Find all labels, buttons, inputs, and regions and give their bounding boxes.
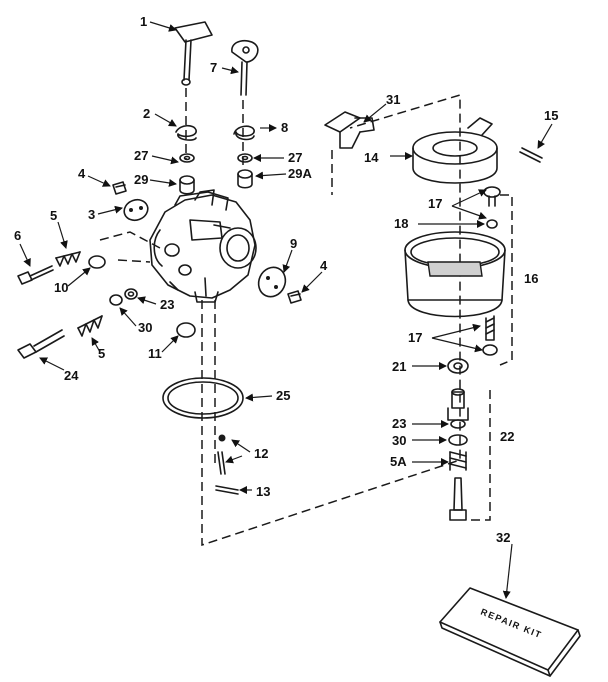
part-bushing-29A — [237, 169, 253, 189]
callout-27-left: 27 — [134, 148, 148, 163]
callout-32: 32 — [496, 530, 510, 545]
callout-18: 18 — [394, 216, 408, 231]
part-seal-27-left — [179, 153, 195, 163]
part-gasket-18 — [486, 219, 498, 229]
repair-kit-label: REPAIR KIT — [479, 607, 543, 641]
callout-25: 25 — [276, 388, 290, 403]
part-spring-5-lower — [77, 315, 103, 337]
part-needle-screw — [449, 477, 467, 521]
part-spring-5-upper — [55, 251, 81, 267]
callout-27-right: 27 — [288, 150, 302, 165]
part-choke-shaft — [231, 39, 259, 96]
callout-16: 16 — [524, 271, 538, 286]
part-washer-30-right — [448, 434, 468, 446]
assembly-guide-lines — [99, 88, 513, 547]
part-main-adjust-screw — [17, 329, 65, 359]
part-spring-5A — [449, 451, 467, 471]
callout-21: 21 — [392, 359, 406, 374]
callout-22: 22 — [500, 429, 514, 444]
callout-2: 2 — [143, 106, 150, 121]
part-choke-spring — [233, 125, 255, 141]
callout-23-left: 23 — [160, 297, 174, 312]
callout-12: 12 — [254, 446, 268, 461]
part-welch-plug — [88, 255, 106, 269]
callout-17-lower: 17 — [408, 330, 422, 345]
callout-5A: 5A — [390, 454, 407, 469]
callout-1: 1 — [140, 14, 147, 29]
callout-30-right: 30 — [392, 433, 406, 448]
part-throttle-shaft — [174, 21, 213, 86]
part-o-ring-23-left — [124, 288, 138, 300]
part-throttle-spring — [175, 124, 197, 141]
part-plug-11 — [176, 322, 196, 338]
part-needle-12 — [217, 434, 226, 475]
part-repair-kit — [439, 587, 581, 677]
part-bowl-gasket — [162, 377, 244, 419]
part-o-ring-23-right — [450, 419, 466, 429]
part-pin-13 — [215, 485, 239, 495]
part-main-nozzle — [447, 388, 469, 421]
part-screw-4-right — [287, 290, 302, 304]
callout-31: 31 — [386, 92, 400, 107]
part-bowl-gasket-14 — [412, 117, 498, 184]
callout-3: 3 — [88, 207, 95, 222]
part-screw-17-upper — [483, 186, 501, 207]
callout-23-right: 23 — [392, 416, 406, 431]
callout-11: 11 — [148, 346, 162, 361]
callout-8: 8 — [281, 120, 288, 135]
part-float-bowl — [404, 231, 506, 318]
callout-14: 14 — [364, 150, 379, 165]
callout-17-upper: 17 — [428, 196, 442, 211]
leader-lines — [19, 21, 553, 599]
callout-9: 9 — [290, 236, 297, 251]
part-pin-15 — [519, 147, 543, 163]
callout-15: 15 — [544, 108, 558, 123]
part-choke-plate — [257, 266, 287, 298]
callout-4-left: 4 — [78, 166, 86, 181]
part-spring-17-lower — [482, 315, 498, 356]
part-washer-21 — [447, 358, 469, 374]
part-washer-30-left — [109, 294, 123, 306]
callout-7: 7 — [210, 60, 217, 75]
callout-5-lower: 5 — [98, 346, 105, 361]
callout-10: 10 — [54, 280, 68, 295]
callout-29A: 29A — [288, 166, 312, 181]
callout-5-upper: 5 — [50, 208, 57, 223]
part-screw-4-left — [112, 181, 127, 195]
callout-6: 6 — [14, 228, 21, 243]
callout-24: 24 — [64, 368, 79, 383]
part-carburetor-body — [149, 189, 257, 303]
callout-4-right: 4 — [320, 258, 328, 273]
callout-13: 13 — [256, 484, 270, 499]
callout-30-left: 30 — [138, 320, 152, 335]
part-fuel-inlet-elbow — [324, 111, 375, 149]
part-seal-27-right — [237, 153, 253, 163]
part-throttle-plate — [123, 198, 149, 222]
part-bushing-29 — [179, 175, 195, 195]
part-idle-screw — [17, 265, 54, 285]
callout-29: 29 — [134, 172, 148, 187]
